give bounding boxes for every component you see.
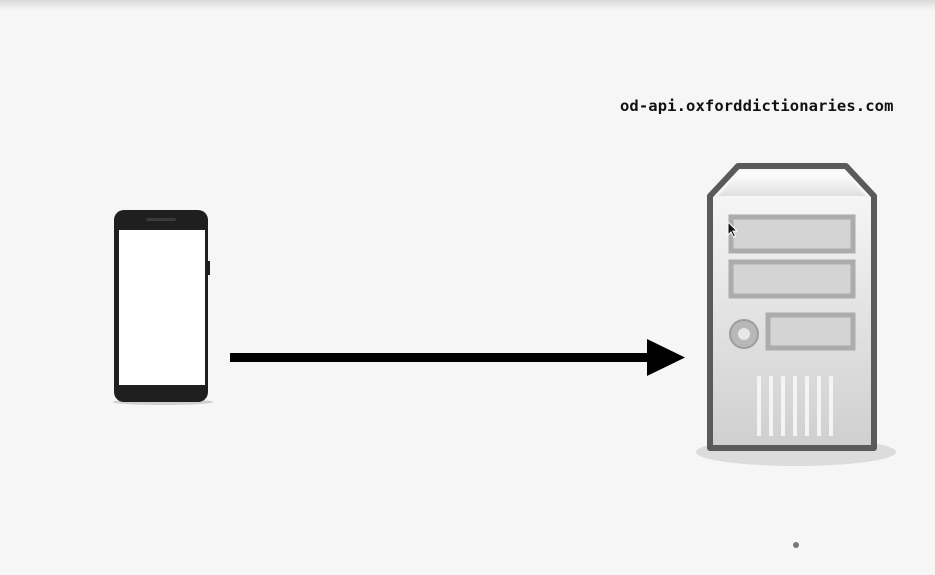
power-button-center <box>738 328 750 340</box>
server-tower-icon <box>696 163 896 466</box>
drive-bay-3 <box>765 312 856 351</box>
arrow-head <box>647 339 685 376</box>
request-arrow <box>230 339 685 376</box>
server-frame <box>707 163 877 451</box>
phone-button <box>207 261 210 275</box>
top-shadow <box>0 0 935 10</box>
phone-screen <box>119 230 205 385</box>
ventilation-slots <box>757 376 833 436</box>
phone-speaker <box>146 218 176 221</box>
drive-bay-1 <box>728 214 856 254</box>
drive-bay-2 <box>728 259 856 299</box>
slide-indicator-dot <box>793 542 799 548</box>
smartphone-icon <box>113 210 213 405</box>
arrow-shaft <box>230 353 652 362</box>
server-top-highlight <box>718 172 866 196</box>
server-hostname-label: od-api.oxforddictionaries.com <box>620 97 894 115</box>
mouse-cursor-icon <box>727 221 739 238</box>
